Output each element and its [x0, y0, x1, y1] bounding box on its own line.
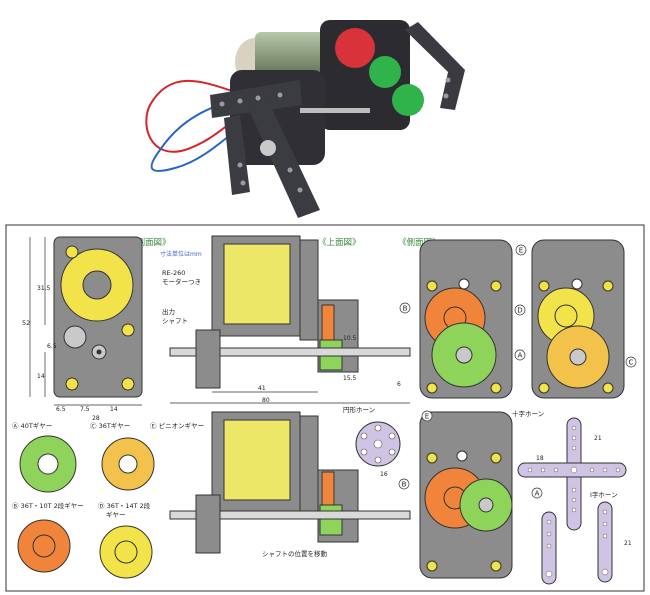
dim-28: 28	[92, 415, 100, 422]
gear-c-hub	[118, 454, 138, 474]
red-wire	[145, 79, 249, 153]
mark-a2: A	[535, 490, 540, 498]
product-photo	[145, 20, 465, 218]
dim-52: 52	[22, 319, 30, 327]
note-i-horn: I字ホーン	[590, 490, 618, 499]
top2-motor-yellow	[223, 419, 291, 501]
left-screw-4	[121, 323, 135, 337]
label-gear-d-2: ギヤー	[106, 511, 126, 519]
photo-green-gear-1	[369, 56, 401, 88]
dim-6-5b: 6.5	[47, 343, 57, 350]
top-output-shaft	[169, 347, 411, 357]
photo-output-shaft	[300, 108, 370, 113]
left-bearing-1	[63, 325, 87, 349]
photo-horn-bar-v2	[224, 115, 250, 195]
left-side-view: 52 31.5 14 6.5 7.5 14 28 6.5	[22, 236, 143, 422]
note-motor-2: モーターつき	[162, 277, 201, 286]
mark-b2: B	[402, 481, 407, 489]
top2-bracket-left	[195, 494, 221, 554]
r1-pinion	[458, 278, 470, 290]
label-gear-e: Ⓔ ピニオンギヤー	[150, 422, 204, 430]
note-shaft-2: シャフト	[162, 317, 188, 325]
top-motor-yellow	[223, 243, 291, 325]
mark-b1: B	[403, 305, 408, 313]
r3-pinion	[456, 450, 468, 462]
photo-green-gear-2	[392, 84, 424, 116]
mark-c1: C	[629, 359, 634, 367]
heading-side-left: 《側面図》	[128, 237, 171, 248]
round-horn: 16	[355, 421, 401, 478]
dim-6-5a: 6.5	[56, 406, 66, 413]
dim-14b: 14	[110, 406, 118, 413]
left-screw-3	[121, 377, 135, 391]
note-round-horn: 円形ホーン	[343, 406, 375, 414]
dim-15-5: 15.5	[343, 375, 357, 382]
top2-housing-cap	[299, 415, 319, 517]
r2-pinion	[571, 278, 583, 290]
dim-16: 16	[380, 471, 388, 478]
label-gear-d-1: Ⓓ 36T・14T 2段	[98, 501, 151, 510]
left-screw-2	[65, 377, 79, 391]
right-side-view-2	[531, 239, 625, 399]
heading-side-right: 《側面図》	[398, 237, 441, 248]
blue-wire	[150, 99, 253, 172]
i-horn: I字ホーン 21	[541, 490, 632, 585]
i-horn-right	[597, 501, 613, 583]
dim-80: 80	[262, 397, 270, 404]
gear-b-inner	[32, 534, 56, 558]
photo-shaft-nut	[260, 140, 276, 156]
top-housing-cap	[299, 239, 319, 341]
photo-red-gear	[335, 28, 375, 68]
gear-legend: Ⓐ 40Tギヤー Ⓒ 36Tギヤー Ⓔ ピニオンギヤー Ⓑ 36T・10T 2段…	[12, 422, 204, 579]
r1-green-gear-hub	[455, 346, 473, 364]
mark-a1: A	[518, 352, 523, 360]
label-gear-b: Ⓑ 36T・10T 2段ギヤー	[12, 501, 84, 510]
top-bracket-left	[195, 329, 221, 389]
dim-6: 6	[397, 381, 401, 388]
mark-d1: D	[517, 307, 522, 315]
gear-a-hub	[37, 453, 59, 475]
right-side-view-3	[419, 411, 513, 579]
dim-10-5: 10.5	[343, 335, 357, 342]
dim-21b: 21	[624, 540, 632, 547]
gear-d-inner	[114, 540, 138, 564]
note-motor-1: RE-260	[162, 269, 185, 277]
label-gear-a: Ⓐ 40Tギヤー	[12, 422, 52, 430]
dim-21a: 21	[594, 435, 602, 442]
dim-14: 14	[37, 373, 45, 380]
r2-yellow-gear-hub	[554, 304, 578, 328]
cross-horn: 十字ホーン 18 21	[512, 409, 627, 531]
left-shaft-center	[96, 349, 102, 355]
dim-31-5: 31.5	[37, 285, 51, 292]
circle-markers: B A D E C E B A	[398, 244, 637, 499]
dim-7-5: 7.5	[80, 406, 90, 413]
top-view-lower: シャフトの位置を移動	[169, 411, 411, 558]
heading-top-view: 《上面図》	[318, 238, 361, 248]
left-gear-hub	[82, 270, 112, 300]
mark-e1: E	[519, 247, 523, 255]
mark-e2: E	[425, 413, 429, 421]
photo-arm-right	[405, 22, 465, 110]
r3-green-gear-hub	[478, 497, 494, 513]
dim-41: 41	[258, 385, 266, 392]
left-screw-1	[65, 245, 79, 259]
note-shaft-1: 出力	[162, 307, 175, 316]
top2-output-shaft	[169, 510, 411, 520]
right-side-view-1	[419, 239, 513, 399]
dim-18: 18	[536, 455, 544, 462]
r2-lower-gear-hub	[569, 348, 587, 366]
note-cross-horn: 十字ホーン	[512, 409, 544, 418]
top-view-upper: 寸法単位はmm RE-260 モーターつき 出力 シャフト 10.5 15.5 …	[160, 235, 411, 414]
note-shaft-move: シャフトの位置を移動	[262, 549, 328, 558]
note-unit: 寸法単位はmm	[160, 250, 202, 258]
top-orange-gear	[321, 304, 335, 346]
label-gear-c: Ⓒ 36Tギヤー	[90, 422, 130, 430]
top2-green-gear	[319, 504, 343, 536]
